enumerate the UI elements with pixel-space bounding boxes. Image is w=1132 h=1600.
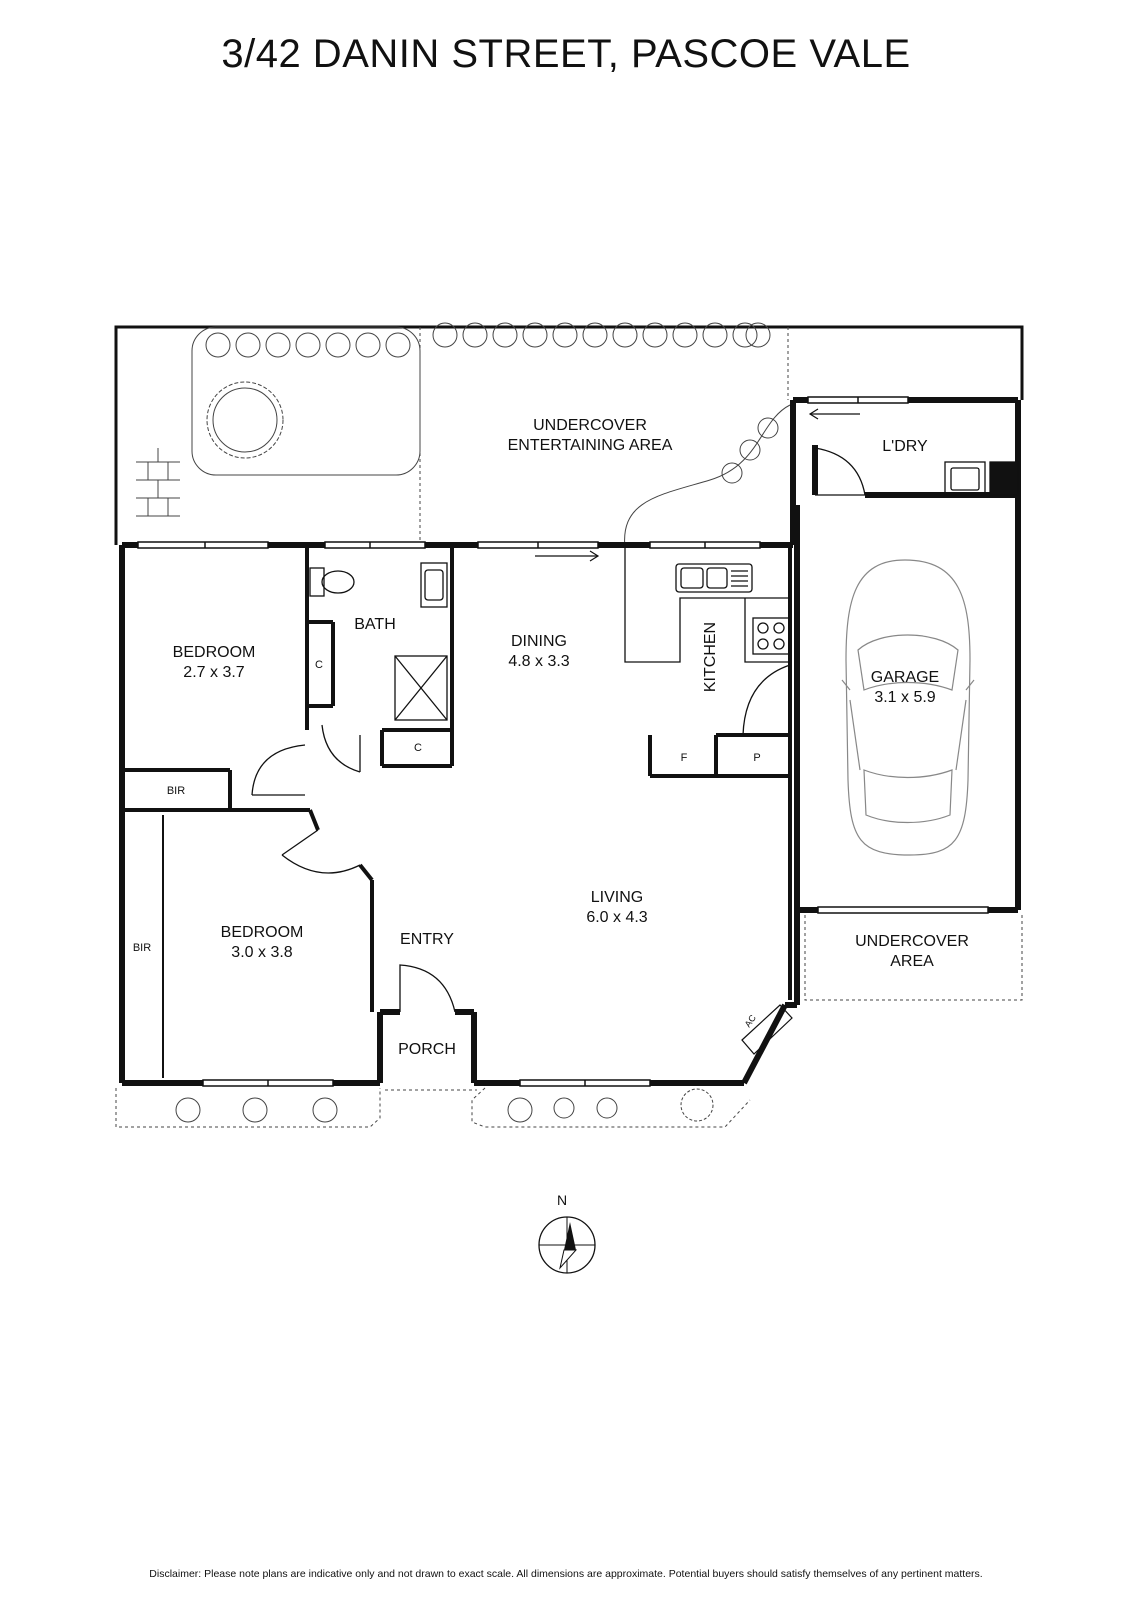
garden-bed bbox=[191, 326, 421, 476]
page-title: 3/42 DANIN STREET, PASCOE VALE bbox=[221, 32, 911, 76]
garage-label: GARAGE 3.1 x 5.9 bbox=[870, 669, 940, 706]
door-swings bbox=[251, 447, 866, 1013]
kitchen-label: KITCHEN bbox=[702, 621, 720, 693]
bedroom2-label: BEDROOM 3.0 x 3.8 bbox=[220, 924, 304, 961]
car-icon bbox=[841, 559, 975, 856]
undercover-entertaining-label: UNDERCOVER ENTERTAINING AREA bbox=[507, 417, 673, 454]
shower-icon bbox=[394, 655, 448, 721]
bedroom1-label: BEDROOM 2.7 x 3.7 bbox=[172, 644, 256, 681]
yard-boundary bbox=[114, 325, 1024, 545]
bir-label-2: BIR bbox=[132, 942, 152, 954]
shrubs bbox=[175, 322, 779, 1123]
tree-icon bbox=[206, 381, 284, 459]
laundry-label: L'DRY bbox=[882, 438, 928, 455]
living-label: LIVING 6.0 x 4.3 bbox=[586, 889, 648, 926]
interior-walls bbox=[122, 548, 792, 1012]
compass-icon bbox=[538, 1216, 596, 1274]
compass-north-label: N bbox=[556, 1192, 568, 1208]
bir-label-1: BIR bbox=[166, 785, 186, 797]
laundry-tub-icon bbox=[944, 461, 1019, 496]
kitchen-bench bbox=[624, 548, 790, 663]
porch-label: PORCH bbox=[398, 1041, 456, 1058]
cupboard-bath-label: C bbox=[315, 659, 323, 671]
cooktop-icon bbox=[752, 617, 790, 655]
bath-label: BATH bbox=[354, 616, 396, 633]
sink-icon bbox=[675, 563, 753, 593]
sliding-arrows bbox=[535, 408, 860, 562]
cupboard-hall-label: C bbox=[414, 742, 422, 754]
garden-path bbox=[624, 404, 791, 549]
undercover-area-label: UNDERCOVER AREA bbox=[855, 933, 969, 970]
walls bbox=[119, 397, 1021, 1086]
paving-icon bbox=[136, 448, 180, 517]
dining-label: DINING 4.8 x 3.3 bbox=[508, 633, 570, 670]
ac-unit-icon bbox=[741, 1004, 793, 1055]
basin-icon bbox=[420, 562, 448, 608]
toilet-icon bbox=[309, 567, 355, 597]
entry-label: ENTRY bbox=[400, 931, 454, 948]
pantry-label: P bbox=[753, 752, 761, 764]
fridge-label: F bbox=[680, 752, 688, 764]
disclaimer-text: Disclaimer: Please note plans are indica… bbox=[149, 1568, 983, 1580]
dashed-boundaries bbox=[115, 327, 1023, 1128]
windows bbox=[137, 396, 989, 1087]
